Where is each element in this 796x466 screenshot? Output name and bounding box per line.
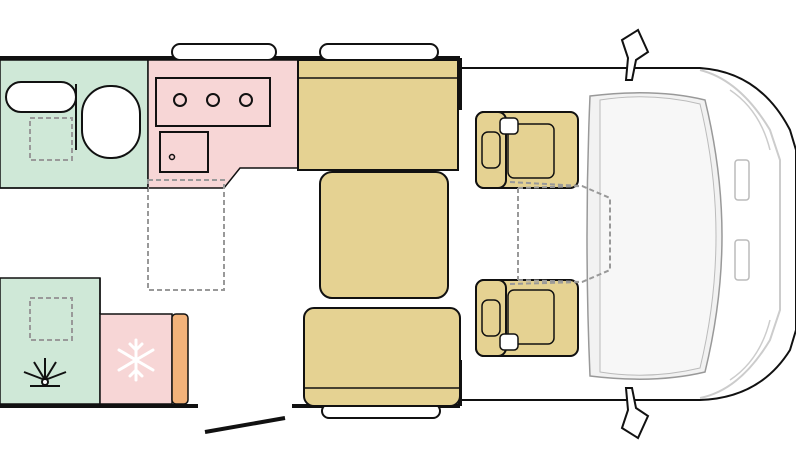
vent-bottom <box>734 239 750 281</box>
skylight-icon-top-right <box>319 43 439 61</box>
dinette <box>297 59 461 407</box>
wardrobe <box>0 277 101 405</box>
dinette-table <box>319 171 449 299</box>
mirror-icon-top <box>620 28 650 81</box>
skylight-icon-top-left <box>171 43 277 61</box>
cab-seat-top <box>475 111 579 189</box>
mirror-icon-bottom <box>620 387 650 440</box>
cab-bed-outline <box>509 181 611 285</box>
bathroom <box>0 59 149 189</box>
vent-top <box>734 159 750 201</box>
kitchen-sink-icon <box>159 131 209 173</box>
kitchen <box>147 59 299 291</box>
light-icon <box>23 358 67 387</box>
toilet-icon <box>81 85 141 159</box>
cab-seat-bottom <box>475 279 579 357</box>
sink-icon <box>5 81 77 113</box>
fridge-side-panel <box>171 313 189 405</box>
entrance-door <box>204 416 286 434</box>
fridge <box>99 313 189 405</box>
snowflake-icon <box>117 338 155 382</box>
hob-icon <box>155 77 271 127</box>
